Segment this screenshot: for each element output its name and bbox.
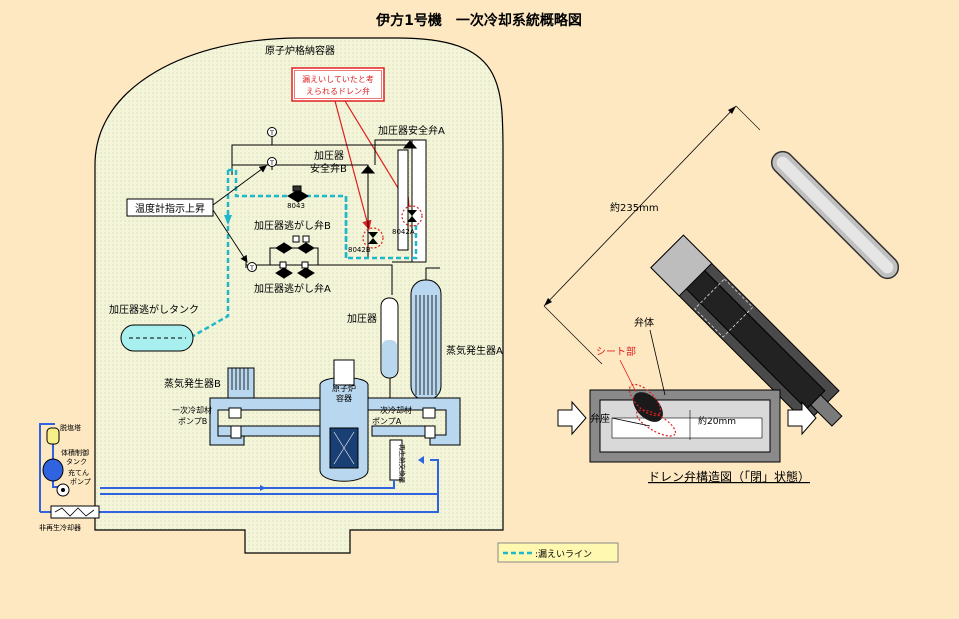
label-vct-2: タンク	[66, 457, 87, 466]
callout-line-1: 漏えいしていたと考	[302, 74, 374, 84]
label-charging-pump-1: 充てん	[68, 468, 89, 477]
rcp-a	[422, 407, 436, 439]
label-dim-20: 約20mm	[698, 415, 736, 427]
label-reactor-1: 原子炉	[332, 383, 356, 393]
temp-gauge-label-3: T	[249, 264, 254, 272]
label-safety-valve-b-1: 加圧器	[314, 150, 344, 162]
relief-valve-b-left	[275, 242, 293, 254]
drain-valve-8042b	[362, 227, 384, 249]
non-regenerative-cooler	[50, 505, 100, 519]
valve-actuators	[279, 185, 310, 269]
leak-callout-box	[291, 67, 385, 102]
legend-label: :漏えいライン	[535, 548, 592, 560]
flow-out-arrow	[787, 400, 817, 436]
callout-line-2: えられるドレン弁	[306, 86, 370, 96]
dim-235-line	[543, 105, 737, 307]
page-title: 伊方1号機 一次冷却系統概略図	[375, 12, 582, 29]
label-seat-part: シート部	[596, 345, 636, 358]
label-pressurizer: 加圧器	[347, 313, 377, 325]
label-relief-valve-a: 加圧器逃がし弁A	[254, 282, 331, 295]
pipe-body	[589, 389, 781, 463]
valve-symbols	[275, 140, 418, 279]
safety-valve-b	[360, 165, 376, 174]
demineralizer	[46, 427, 60, 445]
cvcs-flow-lines	[39, 423, 439, 513]
seat-highlight-2	[635, 409, 677, 437]
label-8042a: 8042A	[392, 228, 415, 236]
primary-loop-piping	[209, 397, 461, 446]
relief-valve-b-right	[297, 242, 315, 254]
temp-gauge-label-1: T	[269, 129, 274, 137]
steam-generator-a	[410, 267, 442, 401]
temp-gauge-label-2: T	[269, 159, 274, 167]
safety-valve-a	[402, 140, 418, 149]
rcp-b	[228, 407, 242, 439]
containment-label: 原子炉格納容器	[265, 44, 335, 57]
valve-8043	[287, 189, 309, 203]
seat-highlight-1	[628, 383, 662, 417]
label-8042b: 8042B	[348, 246, 371, 254]
leak-flow-arrow	[224, 215, 232, 225]
volume-control-tank	[42, 458, 64, 482]
flow-in-arrow	[557, 400, 587, 436]
valve-body	[650, 234, 843, 427]
label-sg-b: 蒸気発生器B	[164, 377, 221, 390]
reactor-vessel	[319, 359, 369, 482]
relief-valve-a-right	[297, 267, 315, 279]
label-rcp-b-1: 一次冷却材	[172, 405, 212, 415]
temp-rise-label: 温度計指示上昇	[135, 202, 205, 215]
label-reactor-2: 容器	[336, 393, 352, 403]
label-demineralizer: 脱塩塔	[60, 423, 81, 432]
regenerative-heat-exchanger	[389, 439, 403, 481]
label-relief-valve-b: 加圧器逃がし弁B	[254, 219, 331, 232]
label-non-regen-hx: 非再生冷却器	[39, 523, 81, 532]
label-relief-tank: 加圧器逃がしタンク	[109, 303, 199, 316]
steam-generator-b	[227, 367, 255, 399]
label-safety-valve-a: 加圧器安全弁A	[378, 124, 445, 137]
label-vct-1: 体積制御	[61, 448, 89, 457]
label-8043: 8043	[287, 202, 305, 210]
containment-vessel	[94, 37, 504, 554]
legend-box	[497, 542, 619, 563]
label-rcp-b-2: ポンプB	[178, 417, 207, 426]
handwheel	[770, 150, 900, 280]
detail-caption: ドレン弁構造図（「閉」状態）	[648, 469, 810, 484]
label-safety-valve-b-2: 安全弁B	[310, 162, 347, 175]
label-charging-pump-2: ポンプ	[70, 478, 91, 486]
label-sg-a: 蒸気発生器A	[446, 344, 503, 357]
label-valve-body: 弁体	[634, 316, 654, 329]
charging-pump	[56, 483, 70, 497]
dim-235-label: 約235mm	[610, 201, 659, 214]
drain-valve-8042a	[401, 205, 423, 227]
label-valve-seat: 弁座	[590, 412, 610, 425]
label-rcp-a-2: ポンプA	[372, 417, 402, 426]
temperature-gauges	[247, 127, 277, 272]
label-rcp-a-1: 一次冷却材	[372, 405, 412, 415]
temp-rise-box	[126, 198, 214, 217]
label-regen-hx: 再生熱交換器	[398, 444, 407, 484]
relief-valve-a-left	[275, 267, 293, 279]
